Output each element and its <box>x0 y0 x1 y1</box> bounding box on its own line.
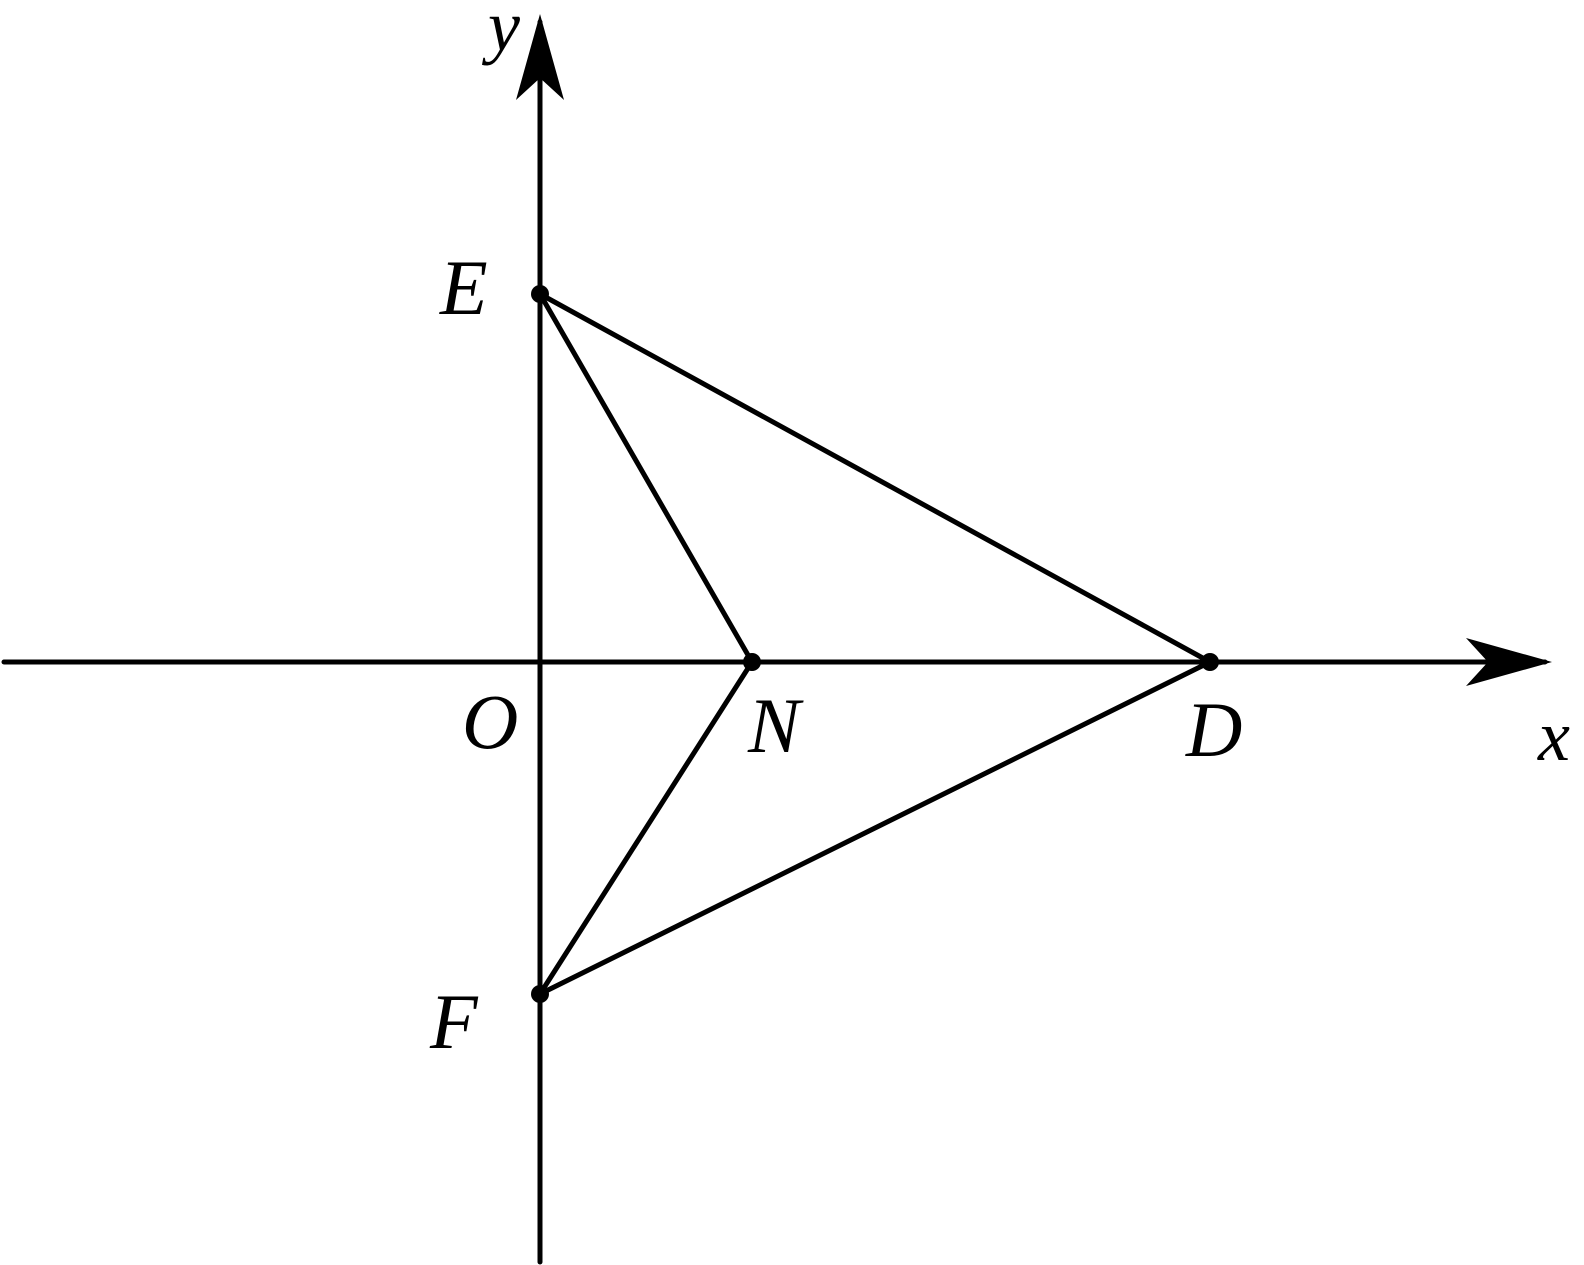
segment-EN <box>537 291 755 665</box>
point-F <box>531 985 549 1003</box>
point-N-label: N <box>747 682 804 769</box>
point-E <box>531 285 549 303</box>
segment-NF <box>537 659 755 997</box>
origin-label: O <box>462 678 518 765</box>
x-axis-label: x <box>1537 696 1570 776</box>
point-E-label: E <box>439 244 488 331</box>
y-axis-label: y <box>481 0 520 66</box>
point-D <box>1201 653 1219 671</box>
segment-FD <box>537 659 1213 997</box>
y-axis-arrowhead <box>516 14 564 100</box>
point-N <box>743 653 761 671</box>
x-axis-arrowhead <box>1466 638 1552 686</box>
point-F-label: F <box>429 978 479 1065</box>
point-D-label: D <box>1185 686 1242 773</box>
segment-ED <box>537 291 1213 665</box>
